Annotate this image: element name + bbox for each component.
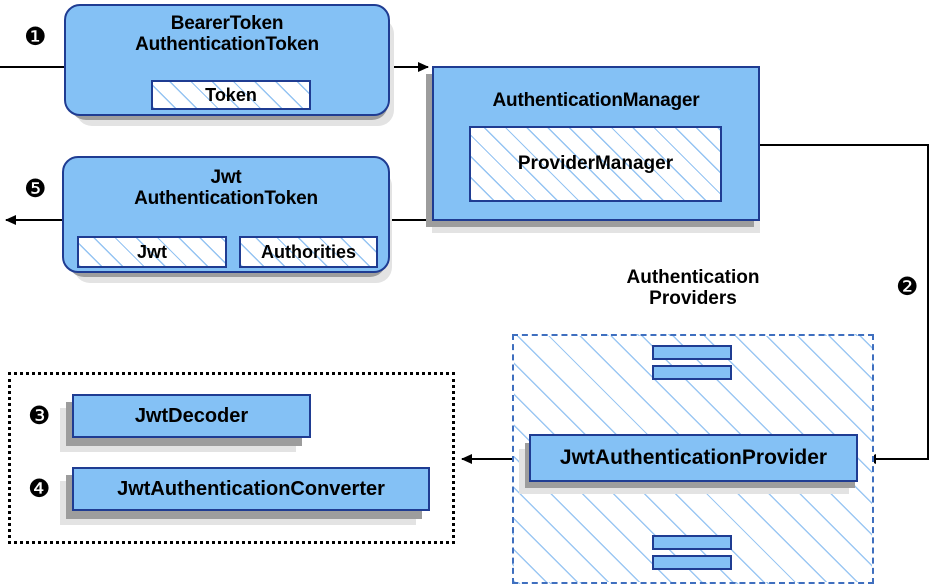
bearer-token-title-line1: BearerToken — [170, 13, 284, 34]
bearer-token-title: BearerToken AuthenticationToken — [66, 13, 388, 56]
provider-manager-label: ProviderManager — [517, 153, 674, 174]
step-marker-1: ❶ — [24, 22, 47, 51]
provider-manager-compartment: ProviderManager — [469, 126, 722, 202]
jwt-token-title-line2: AuthenticationToken — [134, 188, 318, 210]
bearer-token-compartment: Token — [151, 80, 311, 110]
jwt-authentication-token-box[interactable]: Jwt AuthenticationToken Jwt Authorities — [62, 156, 390, 273]
jwt-support-group — [8, 372, 455, 544]
authentication-manager-title: AuthenticationManager — [492, 90, 700, 111]
jwt-token-title: Jwt AuthenticationToken — [64, 167, 388, 210]
jwt-authentication-provider-label: JwtAuthenticationProvider — [559, 446, 828, 469]
jwt-authentication-converter-label: JwtAuthenticationConverter — [117, 477, 385, 500]
provider-stack-bottom-bar-2 — [652, 555, 732, 570]
step-marker-5: ❺ — [24, 174, 47, 203]
jwt-authentication-converter-box[interactable]: JwtAuthenticationConverter — [72, 467, 430, 511]
authentication-providers-label-line1: Authentication — [626, 267, 760, 288]
jwt-decoder-label: JwtDecoder — [134, 404, 249, 427]
provider-stack-top-bar-1 — [652, 345, 732, 360]
jwt-decoder-box[interactable]: JwtDecoder — [72, 394, 311, 438]
jwt-token-compartment-jwt: Jwt — [77, 236, 227, 268]
provider-stack-top-bar-2 — [652, 365, 732, 380]
bearer-token-compartment-label: Token — [205, 84, 257, 105]
jwt-token-title-line1: Jwt — [210, 167, 242, 188]
jwt-token-compartment-jwt-label: Jwt — [136, 241, 167, 262]
bearer-token-authentication-token-box[interactable]: BearerToken AuthenticationToken Token — [64, 4, 390, 116]
bearer-token-title-line2: AuthenticationToken — [135, 34, 319, 56]
authentication-providers-label-line2: Providers — [649, 288, 737, 310]
authentication-providers-label: Authentication Providers — [548, 267, 838, 310]
jwt-token-compartment-authorities-label: Authorities — [260, 241, 356, 262]
step-marker-3: ❸ — [28, 401, 51, 430]
step-marker-4: ❹ — [28, 474, 51, 503]
jwt-authentication-provider-box[interactable]: JwtAuthenticationProvider — [529, 434, 858, 482]
provider-stack-bottom-bar-1 — [652, 535, 732, 550]
authentication-manager-box[interactable]: AuthenticationManager ProviderManager — [432, 66, 760, 221]
jwt-token-compartment-authorities: Authorities — [239, 236, 378, 268]
step-marker-2: ❷ — [896, 272, 919, 301]
